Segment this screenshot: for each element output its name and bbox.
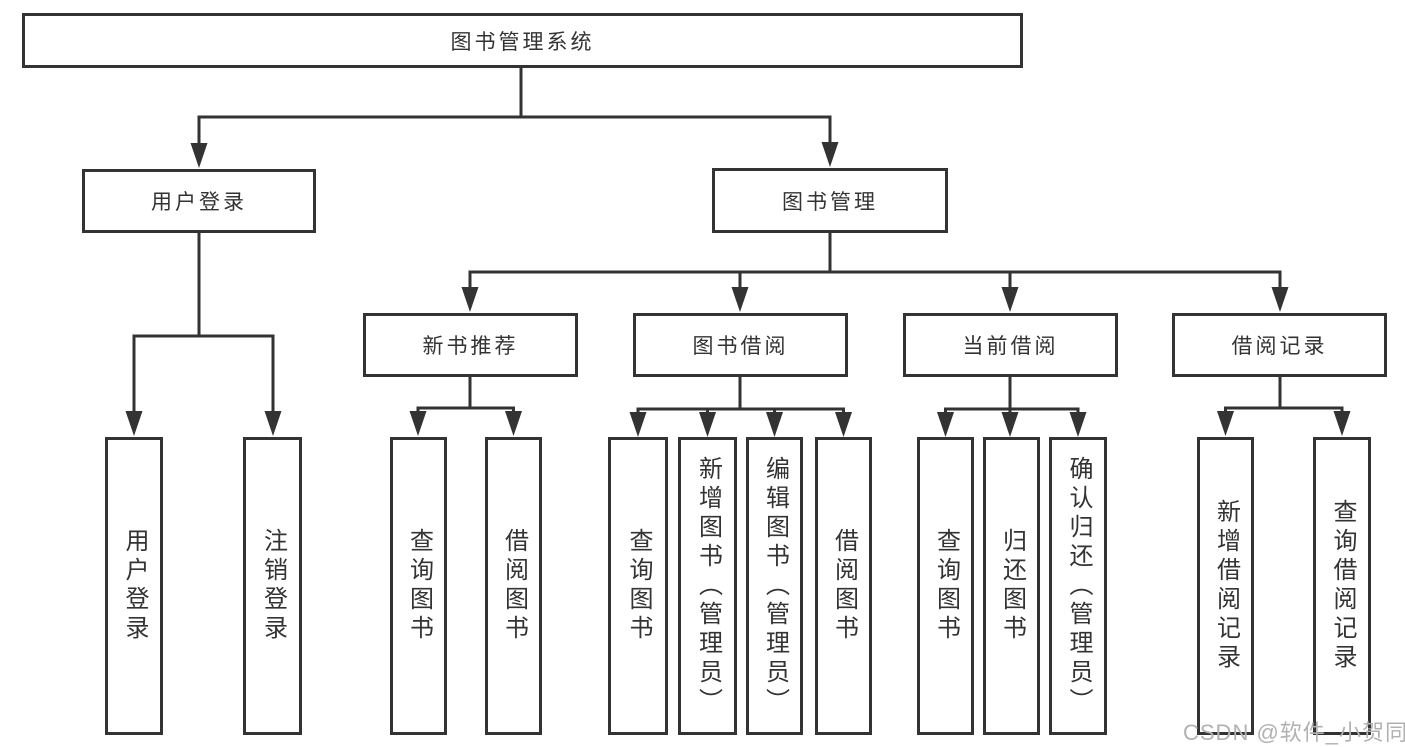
node-book-borrow-label: 图书借阅 bbox=[692, 335, 789, 358]
leaf-logout-label: 注销登录 bbox=[259, 528, 287, 644]
branch-book-management bbox=[461, 233, 1289, 312]
branch-new-book-recommend bbox=[409, 377, 522, 436]
leaf-borrow-query-books-label: 查询图书 bbox=[625, 528, 652, 644]
node-new-book-recommend: 新书推荐 bbox=[363, 313, 578, 377]
node-root-label: 图书管理系统 bbox=[450, 30, 595, 54]
leaf-user-login-label: 用户登录 bbox=[121, 528, 148, 644]
node-user-login-label: 用户登录 bbox=[151, 191, 247, 214]
branch-root-to-level2 bbox=[190, 68, 839, 168]
leaf-query-borrow-record-label: 查询借阅记录 bbox=[1329, 499, 1356, 673]
arrowhead bbox=[264, 411, 282, 436]
node-borrow-records-label: 借阅记录 bbox=[1231, 335, 1328, 358]
arrowhead bbox=[1001, 412, 1019, 437]
leaf-query-borrow-record: 查询借阅记录 bbox=[1313, 437, 1371, 735]
arrowhead bbox=[1217, 411, 1234, 436]
node-book-management-label: 图书管理 bbox=[782, 190, 878, 214]
leaf-newbook-query-books: 查询图书 bbox=[390, 437, 447, 735]
leaf-borrow-books-label: 借阅图书 bbox=[830, 528, 858, 644]
arrowhead bbox=[766, 412, 783, 437]
node-current-borrow: 当前借阅 bbox=[903, 313, 1118, 377]
arrowhead bbox=[629, 412, 647, 437]
leaf-newbook-query-books-label: 查询图书 bbox=[405, 528, 433, 644]
node-book-borrow: 图书借阅 bbox=[633, 313, 848, 377]
leaf-add-books-admin-label: 新增图书（管理员） bbox=[694, 455, 722, 717]
arrowhead bbox=[1271, 287, 1289, 312]
arrowhead bbox=[409, 411, 427, 436]
arrowhead bbox=[505, 411, 522, 436]
leaf-newbook-borrow-books: 借阅图书 bbox=[485, 437, 542, 735]
leaf-return-books: 归还图书 bbox=[983, 437, 1040, 735]
arrowhead bbox=[125, 411, 143, 436]
leaf-current-query-books: 查询图书 bbox=[917, 437, 974, 735]
node-new-book-recommend-label: 新书推荐 bbox=[422, 335, 519, 358]
arrowhead bbox=[1069, 412, 1087, 437]
leaf-add-borrow-record: 新增借阅记录 bbox=[1197, 437, 1254, 735]
arrowhead bbox=[461, 287, 479, 312]
node-book-management: 图书管理 bbox=[712, 168, 948, 233]
leaf-return-books-label: 归还图书 bbox=[998, 528, 1026, 644]
leaf-newbook-borrow-books-label: 借阅图书 bbox=[500, 528, 528, 644]
leaf-edit-books-admin: 编辑图书（管理员） bbox=[746, 437, 803, 735]
branch-current-borrow bbox=[937, 377, 1087, 437]
branch-borrow-records bbox=[1217, 377, 1351, 436]
arrowhead bbox=[1333, 411, 1351, 436]
arrowhead bbox=[699, 412, 716, 437]
arrowhead bbox=[190, 143, 208, 168]
arrowhead bbox=[731, 287, 749, 312]
leaf-current-query-books-label: 查询图书 bbox=[932, 528, 960, 644]
watermark: CSDN @软件_小贺同学 bbox=[1183, 720, 1405, 745]
leaf-confirm-return-admin: 确认归还（管理员） bbox=[1049, 437, 1107, 735]
node-current-borrow-label: 当前借阅 bbox=[962, 335, 1059, 358]
arrowhead bbox=[835, 412, 852, 437]
leaf-borrow-books: 借阅图书 bbox=[815, 437, 872, 735]
node-borrow-records: 借阅记录 bbox=[1172, 313, 1387, 377]
node-user-login: 用户登录 bbox=[82, 169, 316, 233]
arrowhead bbox=[1001, 287, 1019, 312]
arrowhead bbox=[821, 142, 839, 167]
branch-user-login bbox=[125, 233, 282, 436]
branch-book-borrow bbox=[629, 377, 852, 437]
leaf-add-borrow-record-label: 新增借阅记录 bbox=[1212, 499, 1240, 673]
leaf-borrow-query-books: 查询图书 bbox=[608, 437, 668, 735]
leaf-confirm-return-admin-label: 确认归还（管理员） bbox=[1065, 455, 1092, 717]
leaf-user-login: 用户登录 bbox=[105, 437, 163, 735]
leaf-add-books-admin: 新增图书（管理员） bbox=[678, 437, 737, 735]
leaf-logout: 注销登录 bbox=[243, 437, 302, 735]
node-root: 图书管理系统 bbox=[22, 13, 1023, 68]
arrowhead bbox=[937, 412, 954, 437]
leaf-edit-books-admin-label: 编辑图书（管理员） bbox=[761, 455, 789, 717]
